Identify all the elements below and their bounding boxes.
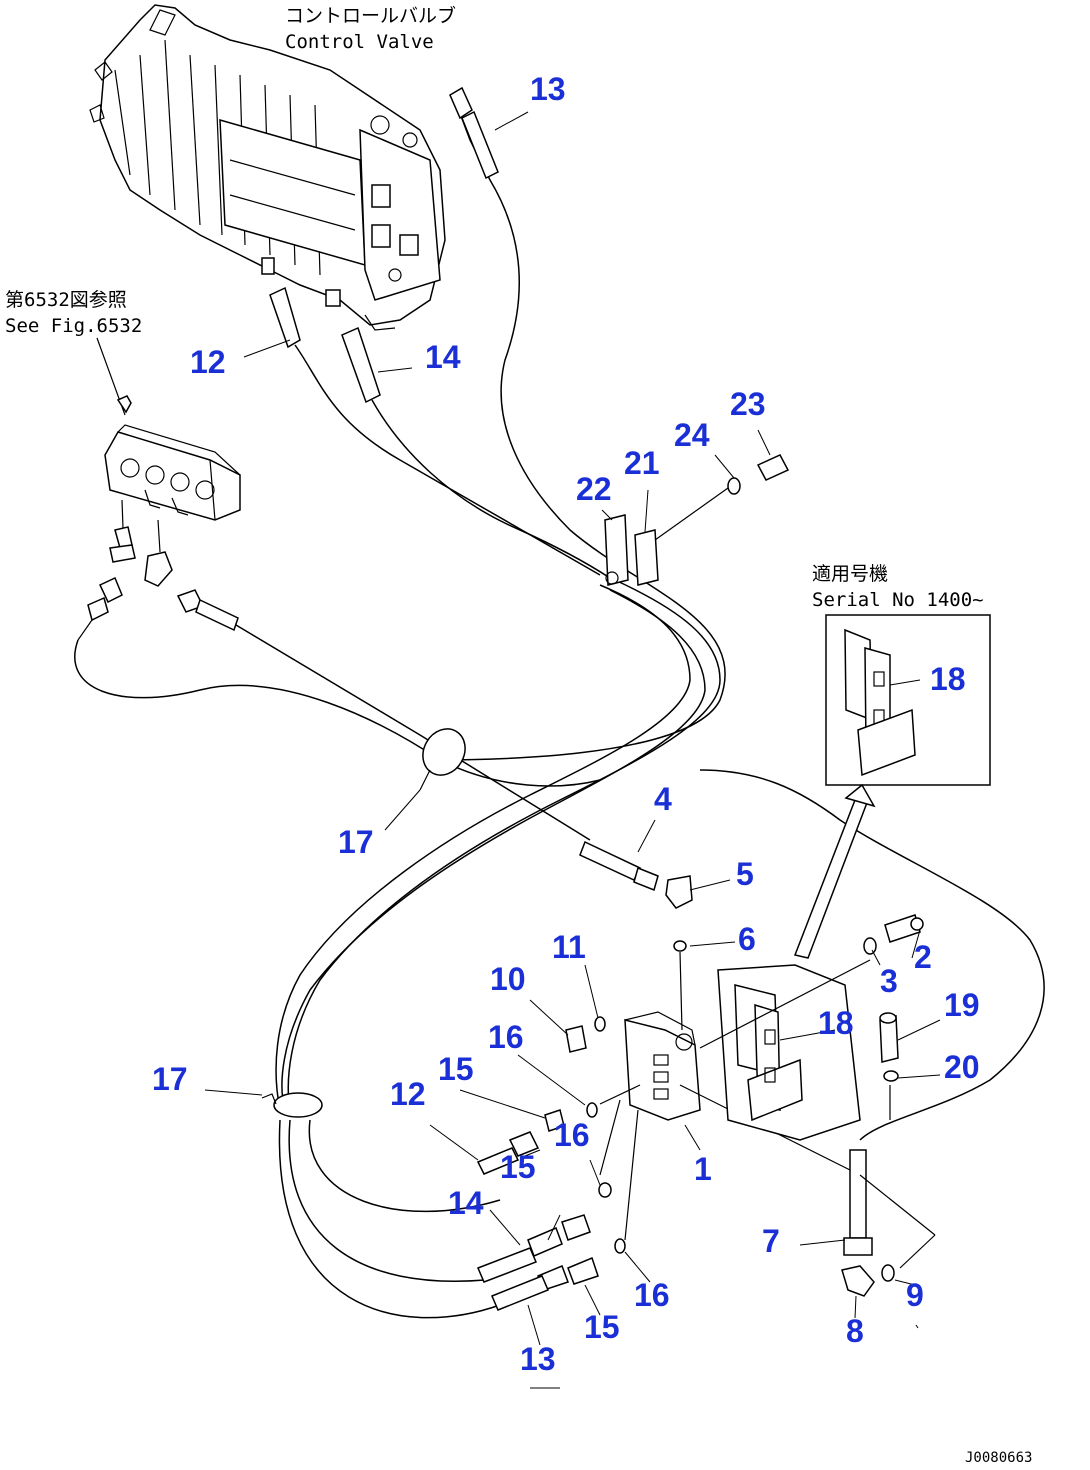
callout-23: 23 <box>730 386 766 422</box>
serial-label-jp: 適用号機 <box>812 563 888 585</box>
callout-17-upper: 17 <box>338 824 374 860</box>
see-fig-label-jp: 第6532図参照 <box>5 289 127 311</box>
callout-8: 8 <box>846 1313 864 1349</box>
callout-1: 1 <box>694 1151 712 1187</box>
callout-16-c: 16 <box>634 1277 670 1313</box>
solenoid-valve-1 <box>624 1011 861 1176</box>
callout-19: 19 <box>944 987 980 1023</box>
callout-21: 21 <box>624 445 660 481</box>
see-fig-label-en: See Fig.6532 <box>5 315 142 337</box>
hoses <box>74 86 1045 1319</box>
bracket-18-lower <box>699 959 871 1141</box>
callout-15-c: 15 <box>584 1309 620 1345</box>
callout-15-a: 15 <box>438 1051 474 1087</box>
callout-14-lower: 14 <box>448 1185 484 1221</box>
callout-2: 2 <box>914 939 932 975</box>
serial-inset <box>825 614 991 786</box>
callout-16-b: 16 <box>554 1117 590 1153</box>
elbow-5-oring-6 <box>665 875 693 1031</box>
callout-12-top: 12 <box>190 344 226 380</box>
fittings-left <box>476 1016 641 1311</box>
callout-18-lower: 18 <box>818 1005 854 1041</box>
callout-numbers: 13 12 14 23 24 21 22 18 4 17 5 6 11 10 1… <box>152 71 980 1377</box>
callout-22: 22 <box>576 471 612 507</box>
callout-9: 9 <box>906 1277 924 1313</box>
drawing-code: J0080663 <box>965 1450 1032 1466</box>
callout-13-lower: 13 <box>520 1341 556 1377</box>
callout-4: 4 <box>654 781 672 817</box>
hose-7-elbow-8 <box>841 1149 936 1297</box>
callout-10: 10 <box>490 961 526 997</box>
callout-15-b: 15 <box>500 1149 536 1185</box>
pilot-block-fig6532 <box>77 337 241 641</box>
clamp-17-lower <box>261 1092 323 1118</box>
control-valve-label-en: Control Valve <box>285 31 434 53</box>
callout-20: 20 <box>944 1049 980 1085</box>
callout-17-lower: 17 <box>152 1061 188 1097</box>
pointer-arrow <box>793 783 876 959</box>
clamp-17-upper <box>419 728 466 791</box>
callout-18-inset: 18 <box>930 661 966 697</box>
bolt-19-washer-20 <box>879 1012 899 1120</box>
callout-12-lower: 12 <box>390 1076 426 1112</box>
callout-7: 7 <box>762 1223 780 1259</box>
callout-14-top: 14 <box>425 339 461 375</box>
bracket-21-22 <box>604 454 790 586</box>
callout-6: 6 <box>738 921 756 957</box>
leader-lines <box>204 111 941 1389</box>
control-valve-label-jp: コントロールバルブ <box>285 4 456 27</box>
callout-16-a: 16 <box>488 1019 524 1055</box>
control-valve <box>89 4 446 331</box>
callout-5: 5 <box>736 856 754 892</box>
callout-13-top: 13 <box>530 71 566 107</box>
callout-24: 24 <box>674 417 710 453</box>
callout-3: 3 <box>880 963 898 999</box>
callout-11: 11 <box>552 929 586 965</box>
bolt-2-washer-3 <box>863 914 924 955</box>
serial-label-en: Serial No 1400~ <box>812 589 984 611</box>
